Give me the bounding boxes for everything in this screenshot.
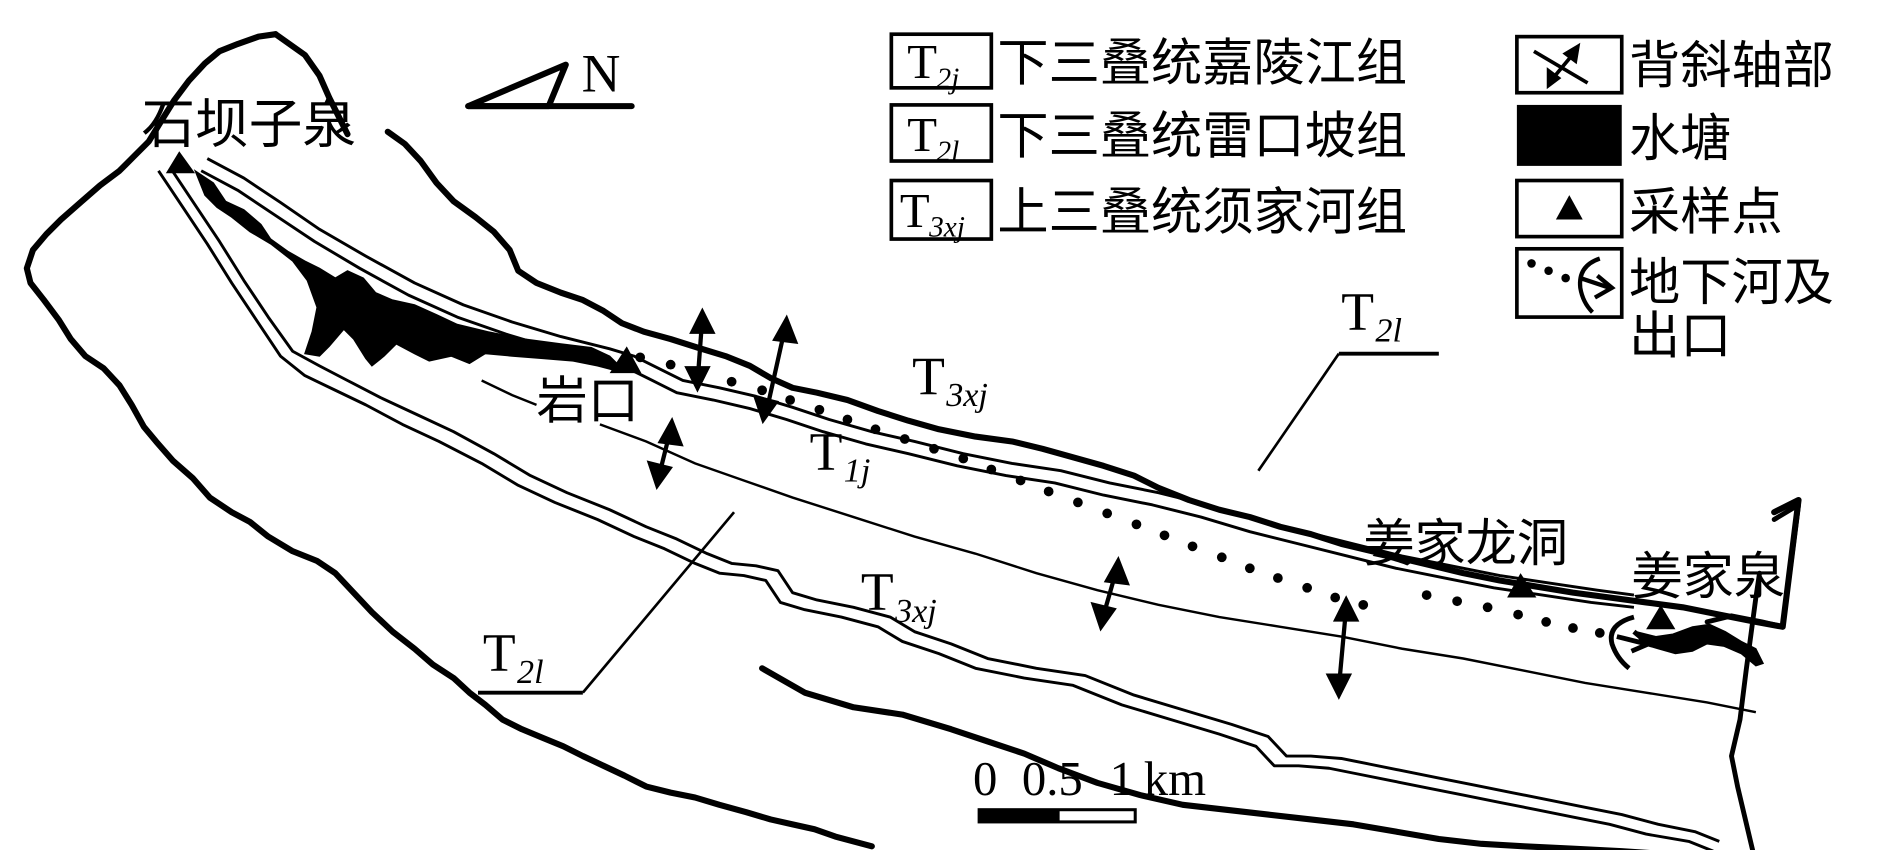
- t1j-lower-boundary: [481, 379, 537, 407]
- svg-text:2l: 2l: [1375, 312, 1402, 349]
- legend-label-sampling: 采样点: [1629, 182, 1783, 242]
- svg-text:2l: 2l: [936, 136, 959, 168]
- catchment-boundary-right: [1729, 570, 1762, 850]
- svg-text:3xj: 3xj: [928, 212, 965, 244]
- legend-item-t2j: T 2j 下三叠统嘉陵江组: [889, 32, 1407, 95]
- legend-item-anticline: 背斜轴部: [1515, 34, 1834, 96]
- scale-tick-1: 1: [1110, 752, 1134, 806]
- lower-contact-line-1: [157, 169, 1714, 850]
- strata-label-t2l-upper: T 2l: [1341, 281, 1402, 349]
- legend-label-underground-river-2: 出口: [1629, 307, 1731, 367]
- svg-text:T: T: [483, 623, 516, 683]
- svg-text:T: T: [907, 108, 937, 162]
- legend-label-underground-river-1: 地下河及: [1629, 253, 1834, 313]
- legend-item-t2l: T 2l 下三叠统雷口坡组: [889, 103, 1407, 168]
- label-jiangjia-spring: 姜家泉: [1631, 547, 1785, 607]
- upper-contact-line-1: [206, 157, 1635, 597]
- t2l-lower-leader: [581, 511, 736, 694]
- underground-river-icon: [1527, 256, 1616, 314]
- pond-icon: [1516, 104, 1622, 166]
- label-yankou: 岩口: [537, 371, 639, 431]
- north-arrow-icon: [465, 61, 635, 110]
- legend-strata: T 2j 下三叠统嘉陵江组 T 2l 下三叠统雷口坡组 T 3xj 上三叠统须家…: [889, 32, 1407, 244]
- svg-text:T: T: [1341, 281, 1374, 341]
- svg-text:T: T: [907, 35, 937, 89]
- svg-text:T: T: [810, 422, 843, 482]
- t1j-lower-boundary-2: [599, 423, 1757, 714]
- label-jiangjia-longdong: 姜家龙洞: [1363, 514, 1568, 574]
- svg-text:2l: 2l: [517, 654, 544, 691]
- pond-shibazi: [193, 169, 621, 372]
- legend-item-sampling: 采样点: [1515, 178, 1783, 242]
- legend-symbols: 背斜轴部 水塘 采样点 地下河及 出口: [1515, 34, 1834, 367]
- north-label: N: [582, 44, 621, 104]
- legend-label-t3xj: 上三叠统须家河组: [997, 182, 1407, 242]
- sampling-point-jiangjialongdong: [1507, 573, 1537, 598]
- strata-label-t1j: T 1j: [810, 422, 871, 490]
- svg-text:1j: 1j: [844, 453, 871, 490]
- catchment-boundary-lower-right: [759, 665, 1651, 850]
- catchment-boundary-upper: [272, 31, 1802, 630]
- sampling-point-yankou: [609, 346, 642, 374]
- strata-label-t3xj-lower: T 3xj: [861, 562, 937, 630]
- scale-tick-0-5: 0.5: [1022, 752, 1083, 806]
- anticline-axis-icon: [1533, 42, 1589, 90]
- svg-text:3xj: 3xj: [945, 377, 988, 414]
- river-outlet-icon: [1608, 614, 1654, 671]
- lower-contact-line-2: [169, 167, 1720, 843]
- svg-text:3xj: 3xj: [894, 593, 937, 630]
- strata-label-t2l-lower: T 2l: [483, 623, 544, 691]
- catchment-boundary-lower: [23, 31, 875, 850]
- legend-item-pond: 水塘: [1516, 104, 1731, 169]
- svg-text:T: T: [900, 184, 930, 238]
- strata-label-t3xj-upper: T 3xj: [912, 346, 988, 414]
- scale-tick-0: 0: [973, 752, 997, 806]
- pond-jiangjiaquan: [1635, 623, 1765, 667]
- label-shibazi-spring: 石坝子泉: [141, 93, 356, 156]
- catchment-boundary-notch: [1704, 502, 1801, 630]
- scale-bar: 0 0.5 1 km: [973, 752, 1206, 824]
- legend-item-underground-river: 地下河及 出口: [1515, 246, 1834, 367]
- svg-text:T: T: [861, 562, 894, 622]
- upper-contact-line-2: [200, 169, 1635, 609]
- legend-label-anticline: 背斜轴部: [1629, 36, 1834, 96]
- legend-label-t2l: 下三叠统雷口坡组: [997, 107, 1407, 167]
- sampling-point-shibazi: [165, 151, 196, 174]
- svg-text:2j: 2j: [936, 63, 959, 95]
- scale-unit: km: [1144, 752, 1206, 806]
- legend-item-t3xj: T 3xj 上三叠统须家河组: [889, 178, 1407, 244]
- anticline-axis-arrows: [646, 307, 1360, 700]
- sampling-point-icon: [1555, 195, 1583, 220]
- sampling-point-jiangjiaquan: [1646, 604, 1676, 630]
- t2l-upper-leader: [1257, 352, 1340, 472]
- legend-label-t2j: 下三叠统嘉陵江组: [997, 34, 1407, 94]
- svg-text:T: T: [912, 346, 945, 406]
- legend-label-pond: 水塘: [1629, 109, 1731, 169]
